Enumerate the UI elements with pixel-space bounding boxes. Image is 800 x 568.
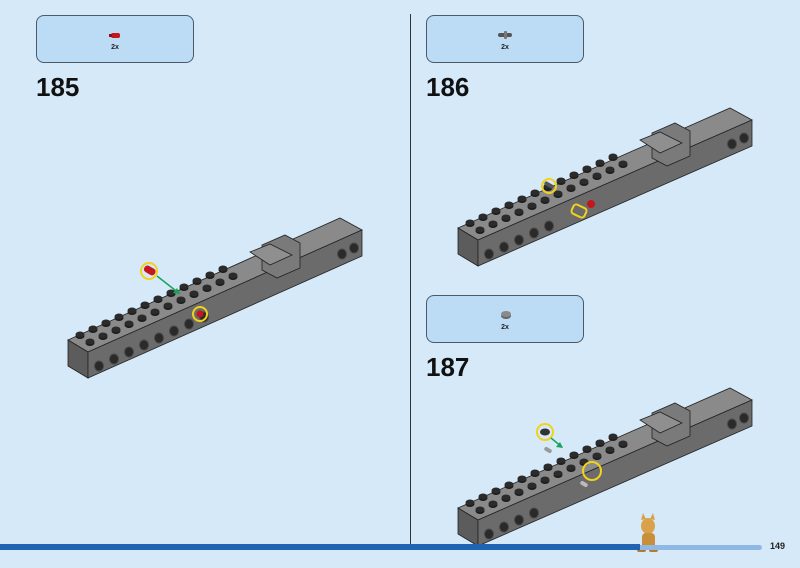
gray-axle-part-icon [498,31,512,39]
footer-progress-track [640,545,762,550]
parts-callout-187: 2x [426,295,584,343]
footer-progress-bar [0,544,640,550]
step-number-186: 186 [426,72,470,102]
red-pin-part-icon [109,33,120,38]
part-quantity: 2x [111,44,119,51]
part-quantity: 2x [501,44,509,51]
page-number: 149 [770,541,786,551]
technic-beam-assembly-186 [457,107,753,267]
parts-callout-186: 2x [426,15,584,63]
part-quantity: 2x [501,324,509,331]
gray-round-plate-part-icon [501,311,511,319]
technic-beam-assembly-185 [67,217,363,379]
step-number-185: 185 [36,72,80,102]
parts-callout-185: 2x [36,15,194,63]
step-number-187: 187 [426,352,470,382]
page-divider [410,14,411,544]
technic-beam-assembly-187 [457,387,753,547]
